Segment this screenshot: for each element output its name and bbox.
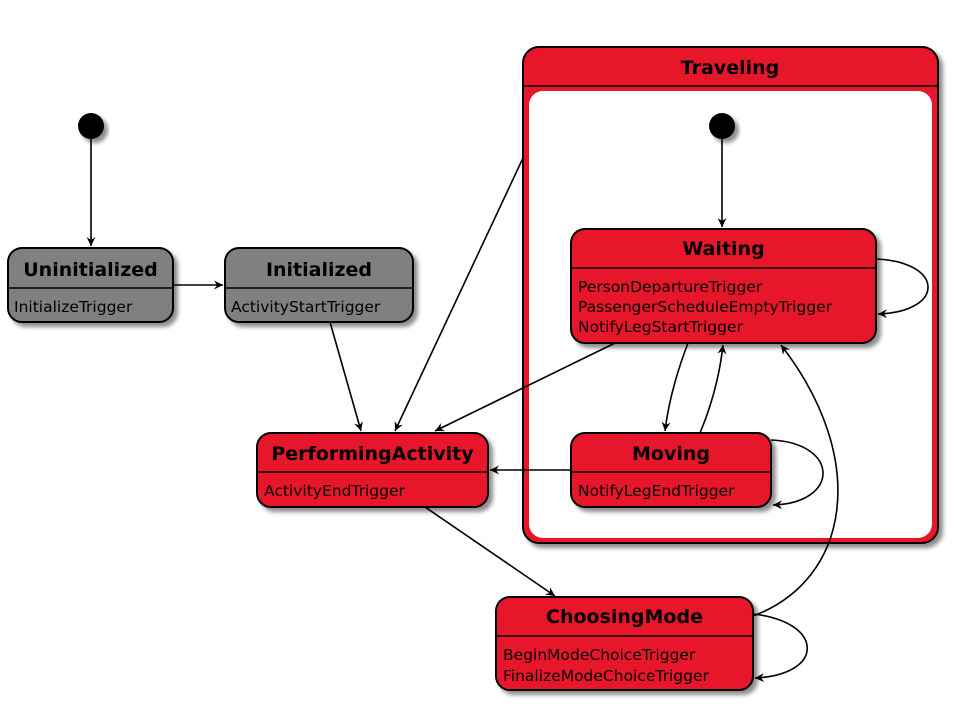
waiting-trigger-1: PersonDepartureTrigger [578, 278, 763, 296]
initialized-title: Initialized [266, 259, 372, 281]
uninitialized-title: Uninitialized [23, 259, 158, 281]
performing-activity-title: PerformingActivity [271, 443, 474, 465]
state-performing-activity: PerformingActivity ActivityEndTrigger [256, 432, 489, 508]
moving-trigger: NotifyLegEndTrigger [578, 482, 735, 500]
edge-moving-self-loop [770, 439, 824, 510]
choosing-mode-trigger-2: FinalizeModeChoiceTrigger [503, 667, 710, 685]
edge-waiting-to-moving [661, 342, 689, 432]
traveling-title: Traveling [681, 57, 780, 79]
transitions [86, 139, 929, 683]
choosing-mode-title: ChoosingMode [546, 606, 703, 628]
waiting-title: Waiting [682, 238, 764, 260]
choosing-mode-trigger-1: BeginModeChoiceTrigger [503, 646, 696, 664]
performing-activity-trigger: ActivityEndTrigger [264, 482, 406, 500]
moving-title: Moving [632, 443, 710, 465]
waiting-trigger-3: NotifyLegStartTrigger [578, 318, 744, 336]
uninitialized-trigger: InitializeTrigger [14, 298, 133, 316]
edge-initialized-to-performing [329, 321, 363, 432]
state-initialized: Initialized ActivityStartTrigger [224, 247, 414, 323]
state-waiting: Waiting PersonDepartureTrigger Passenger… [570, 228, 877, 344]
edge-waiting-self-loop [875, 258, 929, 319]
waiting-trigger-2: PassengerScheduleEmptyTrigger [578, 298, 833, 316]
state-choosing-mode: ChoosingMode BeginModeChoiceTrigger Fina… [495, 596, 754, 691]
initial-state-marker [78, 113, 104, 139]
edge-traveling-to-performing [394, 157, 524, 432]
edge-choosingmode-to-waiting [752, 344, 839, 617]
edge-waiting-to-performing [434, 342, 616, 432]
initialized-trigger: ActivityStartTrigger [231, 298, 381, 316]
edge-moving-to-waiting [699, 344, 727, 434]
state-moving: Moving NotifyLegEndTrigger [570, 432, 772, 508]
edge-choosingmode-self-loop [752, 613, 809, 683]
traveling-initial-state-marker [709, 113, 735, 139]
state-uninitialized: Uninitialized InitializeTrigger [7, 247, 174, 323]
edge-performing-to-choosingmode [424, 506, 556, 597]
